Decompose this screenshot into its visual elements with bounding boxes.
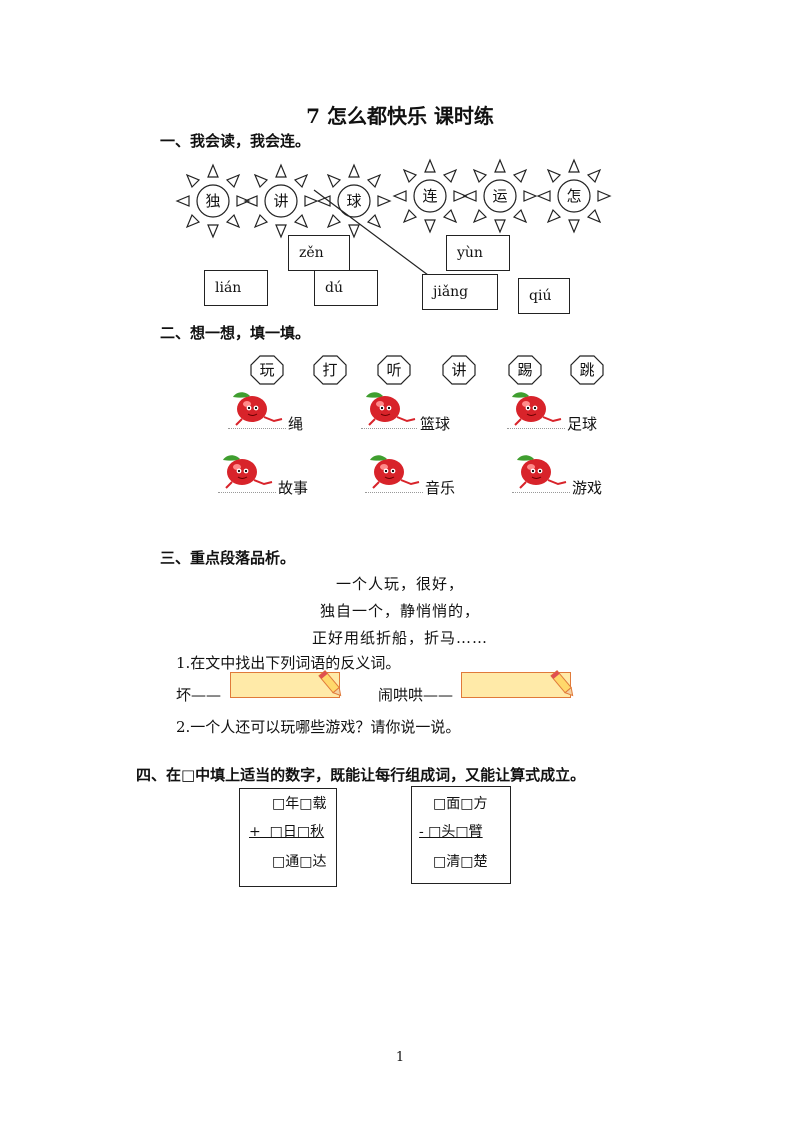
verb-card[interactable]: 听 (377, 355, 411, 385)
verb-char: 讲 (451, 361, 467, 379)
apple-icon (365, 452, 423, 492)
poem-line: 独自一个，静悄悄的， (319, 602, 480, 620)
octagon-icon (377, 355, 411, 385)
sun-icon (462, 158, 538, 234)
section4-heading: 四、在□中填上适当的数字，既能让每行组成词，又能让算式成立。 (136, 766, 586, 784)
pinyin-text: lián (215, 280, 242, 296)
verb-char: 踢 (517, 361, 533, 379)
math-box-1: □年□载 + □日□秋 □通□达 (239, 788, 337, 887)
math-row[interactable]: □清□楚 (433, 854, 488, 870)
sun-icon (175, 163, 251, 239)
fill-word: 绳 (288, 415, 304, 433)
sun-char: 连 (422, 187, 438, 205)
math-row[interactable]: + □日□秋 (249, 824, 325, 840)
apple-icon (361, 389, 419, 429)
math-row[interactable]: □通□达 (272, 854, 327, 870)
math-box-2: □面□方 - □头□臂 □清□楚 (411, 786, 511, 884)
pinyin-card[interactable]: qiú (518, 278, 570, 314)
fill-blank[interactable] (512, 492, 570, 493)
pinyin-card[interactable]: yùn (446, 235, 510, 271)
pinyin-text: jiǎng (433, 284, 469, 300)
sun-icon (392, 158, 468, 234)
page-title: 7 怎么都快乐 课时练 (306, 104, 494, 128)
sun-card[interactable]: 独 (175, 163, 251, 239)
fill-word: 游戏 (572, 479, 603, 497)
pinyin-text: yùn (457, 245, 483, 261)
sun-char: 运 (492, 187, 508, 205)
verb-char: 听 (386, 361, 402, 379)
sun-card[interactable]: 讲 (243, 163, 319, 239)
fill-word: 足球 (567, 415, 598, 433)
verb-card[interactable]: 玩 (250, 355, 284, 385)
apple-icon (228, 389, 286, 429)
question-1: 1.在文中找出下列词语的反义词。 (176, 654, 401, 672)
apple-icon (512, 452, 570, 492)
sun-card[interactable]: 连 (392, 158, 468, 234)
verb-char: 玩 (259, 361, 275, 379)
sun-char: 讲 (273, 192, 289, 210)
section3-heading: 三、重点段落品析。 (160, 549, 296, 567)
octagon-icon (313, 355, 347, 385)
sun-char: 独 (205, 192, 221, 210)
octagon-icon (508, 355, 542, 385)
pinyin-card[interactable]: lián (204, 270, 268, 306)
fill-word: 故事 (278, 479, 309, 497)
fill-blank[interactable] (507, 428, 565, 429)
fill-word: 篮球 (420, 415, 451, 433)
math-row[interactable]: □面□方 (433, 796, 488, 812)
math-row[interactable]: - □头□臂 (419, 824, 483, 840)
octagon-icon (570, 355, 604, 385)
pinyin-card[interactable]: zěn (288, 235, 350, 271)
pencil-icon (550, 669, 574, 697)
fill-word: 音乐 (425, 479, 456, 497)
sun-icon (316, 163, 392, 239)
verb-card[interactable]: 踢 (508, 355, 542, 385)
question-2: 2.一个人还可以玩哪些游戏？请你说一说。 (176, 718, 461, 736)
apple-icon (218, 452, 276, 492)
sun-icon (536, 158, 612, 234)
antonym-label-2: 闹哄哄—— (378, 686, 454, 704)
sun-card[interactable]: 运 (462, 158, 538, 234)
verb-char: 跳 (579, 361, 595, 379)
fill-blank[interactable] (365, 492, 423, 493)
pencil-icon (318, 669, 342, 697)
sun-card[interactable]: 怎 (536, 158, 612, 234)
octagon-icon (250, 355, 284, 385)
poem-line: 正好用纸折船，折马…… (311, 629, 488, 647)
page-number: 1 (395, 1050, 405, 1065)
connecting-line (313, 189, 433, 279)
verb-card[interactable]: 跳 (570, 355, 604, 385)
sun-char: 球 (346, 192, 362, 210)
fill-blank[interactable] (361, 428, 417, 429)
apple-icon (507, 389, 565, 429)
verb-card[interactable]: 打 (313, 355, 347, 385)
sun-card[interactable]: 球 (316, 163, 392, 239)
pinyin-text: dú (325, 280, 343, 296)
pinyin-card[interactable]: dú (314, 270, 378, 306)
antonym-label-1: 坏—— (176, 686, 222, 704)
sun-icon (243, 163, 319, 239)
pinyin-card[interactable]: jiǎng (422, 274, 498, 310)
section2-heading: 二、想一想，填一填。 (160, 324, 311, 342)
sun-char: 怎 (566, 187, 582, 205)
verb-char: 打 (322, 361, 338, 379)
fill-blank[interactable] (228, 428, 286, 429)
poem-line: 一个人玩，很好， (335, 575, 464, 593)
octagon-icon (442, 355, 476, 385)
pinyin-text: zěn (299, 245, 324, 261)
fill-blank[interactable] (218, 492, 276, 493)
pinyin-text: qiú (529, 288, 552, 304)
section1-heading: 一、我会读，我会连。 (160, 132, 311, 150)
verb-card[interactable]: 讲 (442, 355, 476, 385)
math-row[interactable]: □年□载 (272, 796, 327, 812)
